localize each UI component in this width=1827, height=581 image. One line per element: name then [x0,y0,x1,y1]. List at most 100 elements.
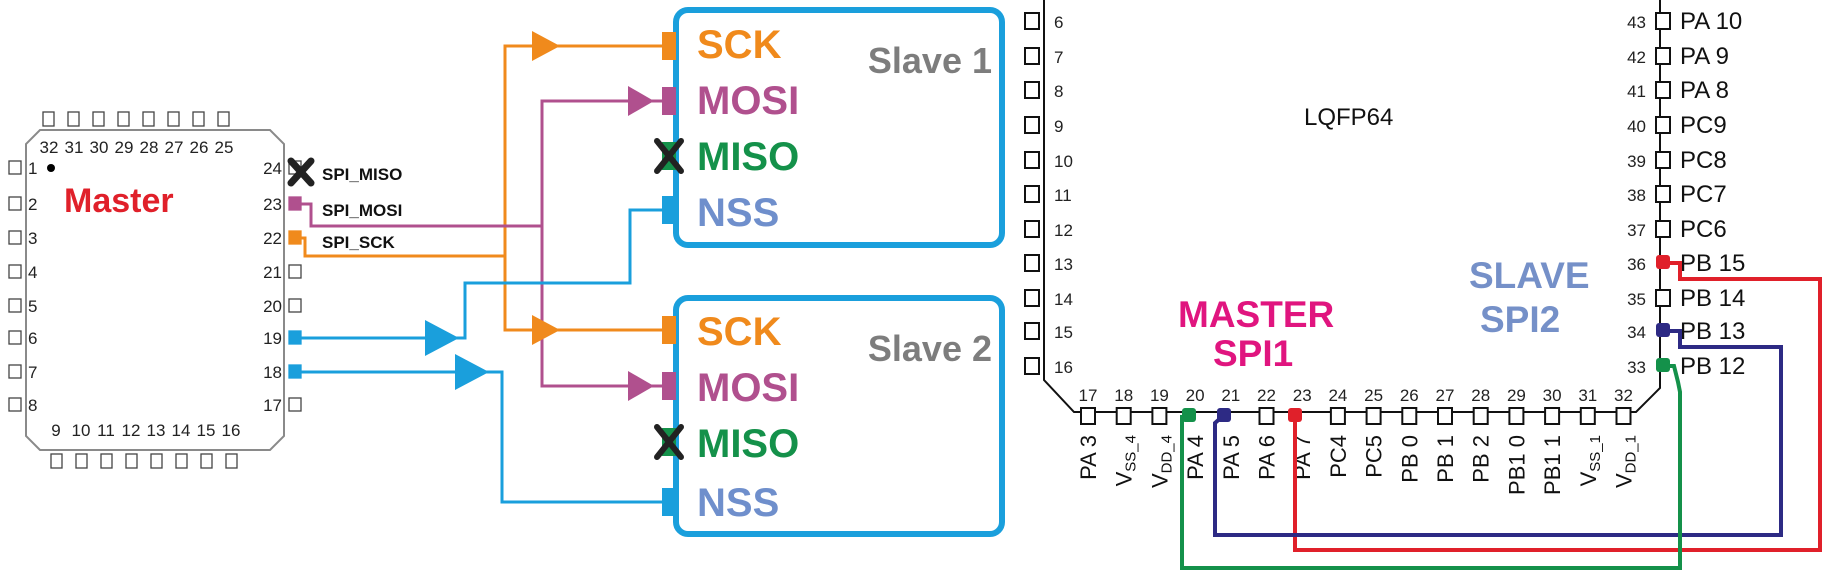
lqfp-left-pin-number: 15 [1054,323,1073,342]
lqfp-bottom-pin [1437,407,1453,425]
lqfp-bottom-pin-name: VSS_4 [1112,435,1140,486]
lqfp-right-pin-name: PA 9 [1680,43,1729,70]
master-chip-body [25,129,285,451]
master-right-pin [288,330,302,345]
master-right-pin [288,264,302,279]
slave-spi2-label-line1: SLAVE [1469,255,1590,296]
nss2-wire [301,370,662,504]
sck-buffer-1-icon [532,31,560,61]
master-top-pin-label: 31 [65,138,84,157]
master-miso-x-icon [287,157,315,187]
master-bottom-pin-label: 9 [51,421,60,440]
lqfp-bottom-pin-name: PB 0 [1397,435,1422,483]
lqfp-right-pin [1655,81,1671,99]
lqfp-bottom-pin-name: PB 1 [1433,435,1458,483]
lqfp-left-pin-number: 14 [1054,290,1073,309]
pb12-pa4-wire [1180,364,1682,570]
lqfp-bottom-pin-number: 30 [1543,386,1562,405]
lqfp-left-pin-number: 11 [1054,186,1072,205]
master-right-pin [288,196,302,211]
lqfp-bottom-pin-number: 25 [1364,386,1383,405]
slave1-miso-x-icon [654,138,684,174]
lqfp-right-pin-name: PB 13 [1680,318,1745,345]
lqfp-left-pin [1024,47,1040,65]
pa5-dot [1217,408,1231,422]
lqfp-bottom-pin-number: 21 [1221,386,1240,405]
slave2-box: Slave 2 SCK MOSI MISO NSS [654,295,1005,537]
lqfp-bottom-pin [1579,407,1596,425]
lqfp-bottom-pin [1258,407,1275,425]
master-right-pin-label: 19 [263,329,282,348]
master-bottom-pin [200,453,213,469]
lqfp-bottom-pin-number: 26 [1400,386,1419,405]
lqfp-right-pin-number: 35 [1627,290,1646,309]
lqfp-left-pin-number: 16 [1054,358,1073,377]
lqfp-bottom-pin-number: 20 [1186,386,1205,405]
master-top-pin [92,111,105,127]
lqfp-left-pin-number: 10 [1054,152,1073,171]
lqfp-bottom-pin-name: VSS_1 [1576,435,1604,486]
spi-sck-label: SPI_SCK [322,233,395,252]
master-left-pin-label: 3 [28,229,37,248]
pb15-dot [1656,255,1670,269]
lqfp-right-pin-name: PC6 [1680,216,1727,243]
lqfp-right-pin [1655,289,1671,307]
slave2-miso-x-icon [654,424,684,460]
lqfp-right-pin-name: PC8 [1680,147,1727,174]
lqfp-right-pin-number: 33 [1627,358,1646,377]
lqfp-bottom-pin [1472,407,1489,425]
lqfp-bottom-pin-number: 28 [1471,386,1490,405]
lqfp-bottom-pin-name: PA 5 [1219,435,1244,480]
master-bottom-pin-label: 12 [122,421,141,440]
lqfp-right-pin-name: PB 14 [1680,285,1745,312]
nss2-buffer-icon [455,354,489,390]
master-right-pin [288,230,302,245]
lqfp-right-pin [1655,185,1671,203]
master-right-pin-label: 21 [263,263,282,282]
pb15-pa7-wire [1293,261,1822,552]
lqfp-right-pin [1655,116,1671,134]
lqfp-bottom-pin-name: PC5 [1362,435,1387,478]
lqfp-left-pin [1024,322,1040,340]
slave1-border [673,7,1005,248]
master-bottom-pin-label: 11 [97,421,115,440]
slave2-title: Slave 2 [868,328,992,369]
lqfp-right-pin-name: PC7 [1680,181,1727,208]
lqfp-right-pin-name: PB 15 [1680,250,1745,277]
slave-spi2-label-line2: SPI2 [1480,299,1560,340]
slave2-border [673,295,1005,537]
master-bottom-pin [100,453,113,469]
slave2-nss-label: NSS [697,481,779,525]
master-spi1-label-line1: MASTER [1178,294,1334,335]
left-wires [301,44,662,504]
master-bottom-pin [150,453,163,469]
master-left-pin-label: 7 [28,363,37,382]
lqfp-bottom-pin-number: 23 [1293,386,1312,405]
mosi-arrow-2-icon [628,371,654,401]
lqfp-bottom-pin-name: PB1 1 [1540,435,1565,495]
master-left-pin-label: 4 [28,263,37,282]
slave1-mosi-pin [662,87,676,115]
pb13-pa5-wire [1213,329,1783,537]
pb12-dot [1656,358,1670,372]
lqfp-right-pin [1655,220,1671,238]
master-right-pin-label: 20 [263,297,282,316]
spi-mosi-label: SPI_MOSI [322,201,402,220]
master-top-pin [67,111,80,127]
lqfp-left-pin-number: 8 [1054,82,1063,101]
lqfp-right-pin-number: 34 [1627,323,1646,342]
master-top-pin-label: 29 [115,138,134,157]
master-left-pin [8,264,22,279]
master-bottom-pin-label: 13 [147,421,166,440]
slave2-mosi-label: MOSI [697,366,799,410]
lqfp-left-pin [1024,254,1040,272]
lqfp-left-pin [1024,151,1040,169]
master-right-pin-label: 24 [263,159,282,178]
master-bottom-pin-label: 14 [172,421,191,440]
lqfp-bottom-pin [1151,407,1168,425]
lqfp-right-pin-number: 37 [1627,221,1646,240]
lqfp-left-pin [1024,185,1040,203]
lqfp-left-pin [1024,116,1040,134]
